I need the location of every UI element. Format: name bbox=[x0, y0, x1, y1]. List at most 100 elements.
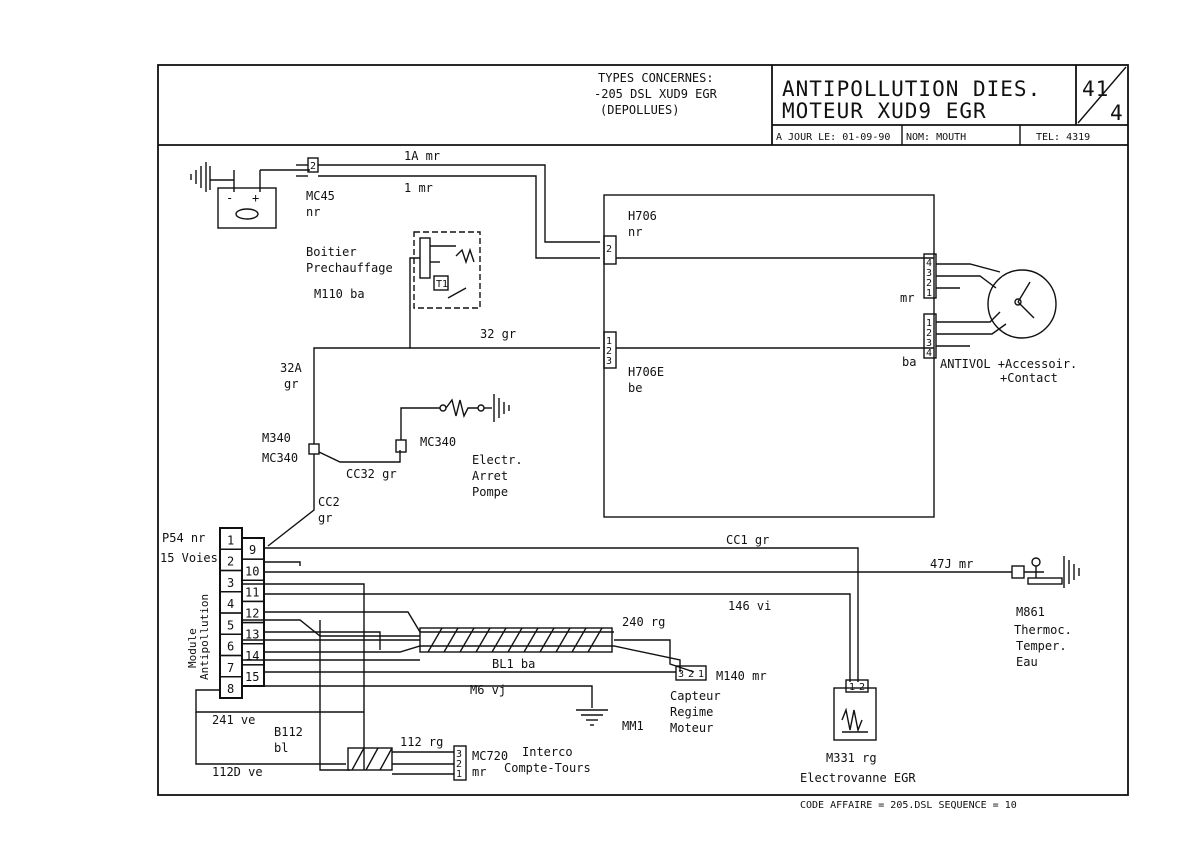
mc720-label: MC720 bbox=[472, 749, 508, 763]
h706-pin-2: 2 bbox=[606, 244, 612, 255]
p54-right-pin-13: 13 bbox=[245, 628, 259, 642]
wire-32-gr-upper bbox=[409, 257, 600, 349]
antivol-bottom-connector bbox=[923, 313, 937, 359]
electr-label-3: Pompe bbox=[472, 485, 508, 499]
h706e-color: be bbox=[628, 381, 642, 395]
p54-right-pin-14: 14 bbox=[245, 649, 259, 663]
wire-p54-jumper bbox=[264, 561, 301, 566]
thermocontact-symbol bbox=[1024, 557, 1063, 585]
p54-left-pin-3: 3 bbox=[227, 576, 234, 590]
h706e-pin-2: 2 bbox=[606, 346, 612, 357]
m140-pin-1: 1 bbox=[698, 669, 704, 680]
p54-right-pin-10: 10 bbox=[245, 564, 259, 578]
h706-label: H706 bbox=[628, 209, 657, 223]
wire-1-label: 1 mr bbox=[404, 181, 433, 195]
shielded-bundle-bl1 bbox=[419, 627, 613, 653]
p54-right-pin-11: 11 bbox=[245, 585, 259, 599]
mc720-color: mr bbox=[472, 765, 486, 779]
wire-pump-feed bbox=[400, 407, 440, 440]
p54-left-pin-8: 8 bbox=[227, 682, 234, 696]
types-line-1: -205 DSL XUD9 EGR bbox=[594, 87, 718, 101]
wire-p54-3 bbox=[242, 583, 365, 770]
ground-symbol-battery bbox=[190, 162, 207, 192]
p54-left-pin-4: 4 bbox=[227, 597, 234, 611]
antivol-top-pin-2: 2 bbox=[926, 278, 932, 289]
p54-right-pin-9: 9 bbox=[249, 543, 256, 557]
wire-p54-drop bbox=[319, 620, 350, 771]
m110-label: M110 ba bbox=[314, 287, 365, 301]
electr-label-2: Arret bbox=[472, 469, 508, 483]
wire-cc32-gr bbox=[318, 450, 401, 463]
m140-label: M140 mr bbox=[716, 669, 767, 683]
h706e-pin-3: 3 bbox=[606, 356, 612, 367]
interco-label-2: Compte-Tours bbox=[504, 761, 591, 775]
antivol-bottom-pin-1: 1 bbox=[926, 318, 932, 329]
boitier-label-1: Boitier bbox=[306, 245, 357, 259]
boitier-label-2: Prechauffage bbox=[306, 261, 393, 275]
m331-connector bbox=[845, 679, 869, 693]
mc340-left-label: MC340 bbox=[262, 451, 298, 465]
module-label-1: Module bbox=[186, 628, 199, 668]
antivol-bottom-pin-3: 3 bbox=[926, 338, 932, 349]
egr-valve-symbol bbox=[833, 687, 877, 741]
b112-label: B112 bbox=[274, 725, 303, 739]
wire-112-label: 112 rg bbox=[400, 735, 443, 749]
m340-label: M340 bbox=[262, 431, 291, 445]
wire-cc2-label: CC2 bbox=[318, 495, 340, 509]
m140-pin-3: 3 bbox=[678, 669, 684, 680]
name-field: NOM: MOUTH bbox=[906, 132, 966, 143]
mc720-pin-1: 1 bbox=[456, 769, 462, 780]
thermo-label-3: Eau bbox=[1016, 655, 1038, 669]
mc720-pin-3: 3 bbox=[456, 749, 462, 760]
capteur-label-1: Capteur bbox=[670, 689, 721, 703]
ignition-switch-box bbox=[603, 194, 935, 518]
shielded-bundle-112 bbox=[347, 747, 393, 771]
wire-p54-13 bbox=[264, 631, 381, 650]
title-line-1: ANTIPOLLUTION DIES. bbox=[782, 77, 1041, 101]
page-number: 41 bbox=[1082, 77, 1109, 101]
module-label-2: Antipollution bbox=[198, 594, 211, 680]
wire-32-label: 32 gr bbox=[480, 327, 516, 341]
mc45-color: nr bbox=[306, 205, 320, 219]
wire-p54-5 bbox=[242, 619, 420, 637]
m331-pin-1: 1 bbox=[849, 682, 855, 693]
m861-label: M861 bbox=[1016, 605, 1045, 619]
mc45-label: MC45 bbox=[306, 189, 335, 203]
electr-label-1: Electr. bbox=[472, 453, 523, 467]
wire-1-mr bbox=[318, 175, 600, 259]
ground-symbol-pump bbox=[493, 394, 510, 422]
wire-47j-label: 47J mr bbox=[930, 557, 973, 571]
p54-left-pin-1: 1 bbox=[227, 533, 234, 547]
wire-112d-label: 112D ve bbox=[212, 765, 263, 779]
wire-240-label: 240 rg bbox=[622, 615, 665, 629]
voies-label: 15 Voies bbox=[160, 551, 218, 565]
svg-text:-: - bbox=[226, 191, 233, 205]
title-line-2: MOTEUR XUD9 EGR bbox=[782, 99, 987, 123]
wire-bl1-ba bbox=[264, 645, 681, 672]
wire-1a-label: 1A mr bbox=[404, 149, 440, 163]
m140-pin-2: 2 bbox=[688, 669, 694, 680]
m340-splice bbox=[308, 443, 320, 455]
electrovanne-label: Electrovanne EGR bbox=[800, 771, 916, 785]
p54-left-pin-2: 2 bbox=[227, 555, 234, 569]
diagram-frame bbox=[157, 64, 1129, 796]
p54-left-cell-8 bbox=[219, 676, 243, 699]
antivol-bottom-pin-2: 2 bbox=[926, 328, 932, 339]
m331-pin-2: 2 bbox=[859, 682, 865, 693]
wire-cc32-label: CC32 gr bbox=[346, 467, 397, 481]
h706e-connector bbox=[603, 331, 617, 369]
antivol-label-1: ANTIVOL +Accessoir. bbox=[940, 357, 1077, 371]
mm1-label: MM1 bbox=[622, 719, 644, 733]
mc45-pin-2: 2 bbox=[310, 161, 316, 172]
battery-symbol: - + bbox=[209, 166, 310, 229]
antivol-top-pin-3: 3 bbox=[926, 268, 932, 279]
p54-right-pin-12: 12 bbox=[245, 607, 259, 621]
pump-stop-solenoid bbox=[439, 398, 492, 419]
wire-240-rg-a bbox=[264, 611, 614, 633]
page-total: 4 bbox=[1110, 101, 1124, 125]
wire-146-vi bbox=[264, 593, 851, 682]
mc340-label: MC340 bbox=[420, 435, 456, 449]
ignition-switch-symbol bbox=[936, 263, 1057, 347]
svg-text:T1: T1 bbox=[436, 279, 448, 290]
